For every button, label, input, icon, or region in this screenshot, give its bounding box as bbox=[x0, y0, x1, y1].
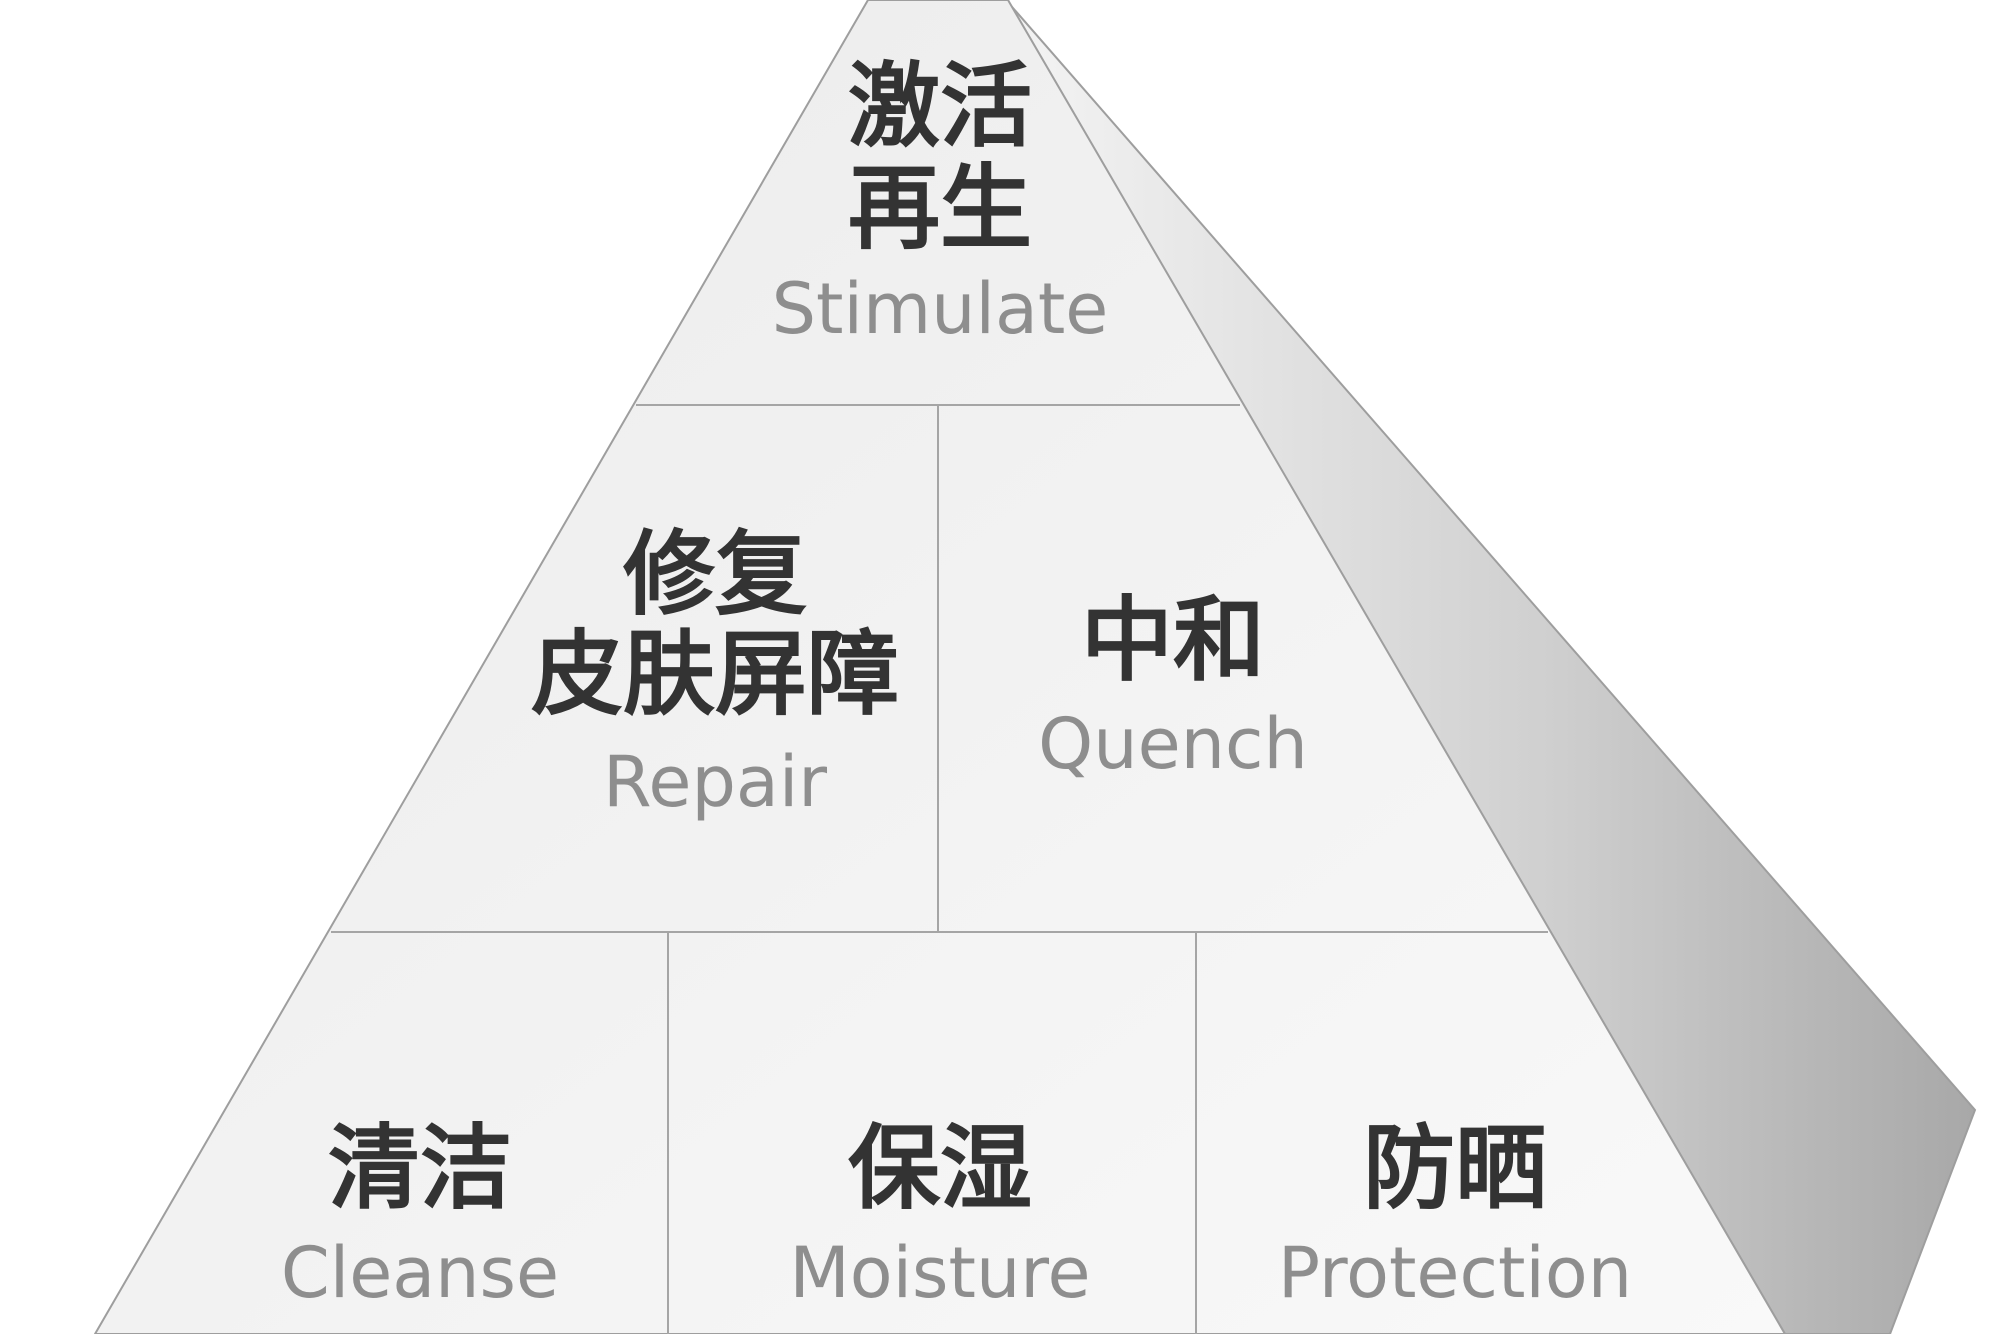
middle-left-zh-line1: 修复 bbox=[623, 521, 807, 628]
bottom-left-en-label: Cleanse bbox=[281, 1232, 559, 1314]
middle-right-zh-line1: 中和 bbox=[1081, 587, 1265, 694]
middle-left-en-label: Repair bbox=[603, 741, 827, 823]
bottom-right-zh-line1: 防晒 bbox=[1363, 1115, 1547, 1222]
bottom-center-en-label: Moisture bbox=[789, 1232, 1090, 1314]
top-en-label: Stimulate bbox=[772, 268, 1109, 350]
middle-right-en-label: Quench bbox=[1038, 703, 1308, 785]
pyramid-front-face bbox=[93, 0, 1787, 1334]
tier-bottom-left-cell: 清洁 Cleanse bbox=[281, 1115, 559, 1314]
top-zh-line2: 再生 bbox=[848, 155, 1032, 262]
bottom-left-zh-line1: 清洁 bbox=[328, 1115, 512, 1222]
tier-bottom-right-cell: 防晒 Protection bbox=[1278, 1115, 1632, 1314]
bottom-center-zh-line1: 保湿 bbox=[848, 1115, 1032, 1222]
middle-left-zh-line2: 皮肤屏障 bbox=[531, 621, 899, 728]
tier-middle-right-cell: 中和 Quench bbox=[1038, 587, 1308, 785]
tier-middle-left-cell: 修复 皮肤屏障 Repair bbox=[531, 521, 899, 823]
tier-bottom-center-cell: 保湿 Moisture bbox=[789, 1115, 1090, 1314]
tier-top-cell: 激活 再生 Stimulate bbox=[772, 53, 1109, 350]
bottom-right-en-label: Protection bbox=[1278, 1232, 1632, 1314]
top-zh-line1: 激活 bbox=[848, 53, 1032, 160]
